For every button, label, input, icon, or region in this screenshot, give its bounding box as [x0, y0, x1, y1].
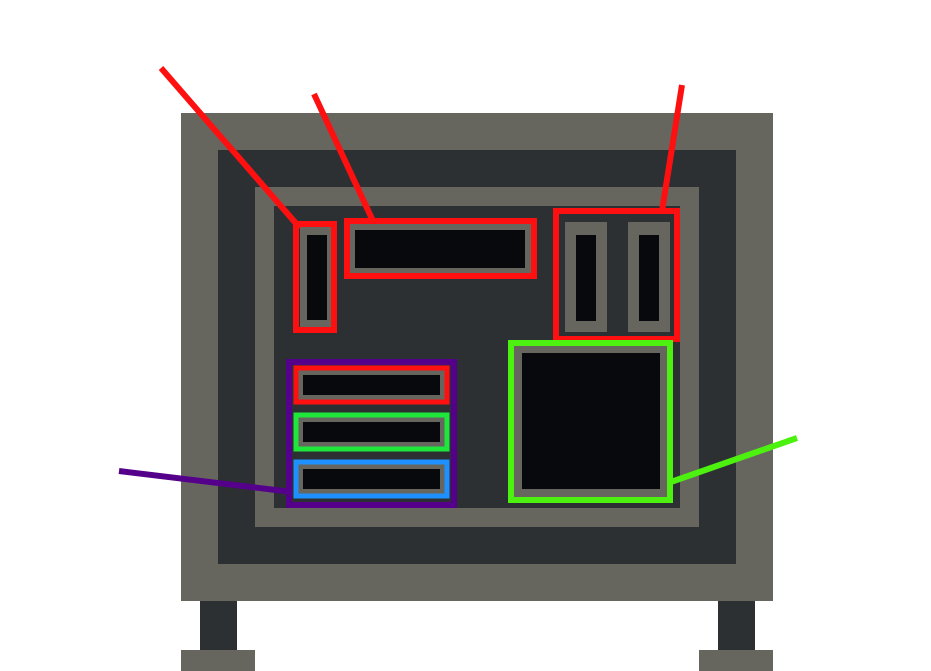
drawer-2 [303, 422, 440, 442]
drawer-3 [303, 469, 440, 489]
cabinet-slots [296, 222, 670, 500]
large-compartment-highlight [508, 340, 673, 503]
twin-slot-left [576, 235, 596, 321]
left-foot [181, 650, 255, 671]
wide-slot-highlight [344, 218, 537, 279]
right-foot [699, 650, 773, 671]
callout-large-compartment [667, 435, 798, 486]
twin-slots-highlight [553, 208, 680, 342]
callout-drawer-stack [118, 468, 293, 495]
callout-wide-slot [311, 92, 376, 223]
drawer-1-highlight [293, 365, 450, 405]
left-leg [200, 598, 237, 653]
large-compartment [522, 353, 660, 489]
drawer-1 [303, 375, 440, 395]
narrow-slot-highlight [293, 221, 337, 333]
callout-narrow-slot [158, 66, 303, 230]
highlight-boxes [286, 208, 680, 508]
callout-twin-slots [659, 84, 685, 212]
drawer-3-highlight [293, 459, 450, 499]
right-leg [718, 598, 755, 653]
wide-slot [355, 230, 525, 268]
cabinet-legs [181, 598, 773, 671]
twin-slot-right [639, 235, 659, 321]
drawer-stack-highlight [286, 359, 457, 508]
callout-lines [118, 66, 798, 495]
narrow-slot [307, 235, 327, 320]
cabinet-body [181, 113, 773, 601]
drawer-2-highlight [293, 412, 450, 452]
